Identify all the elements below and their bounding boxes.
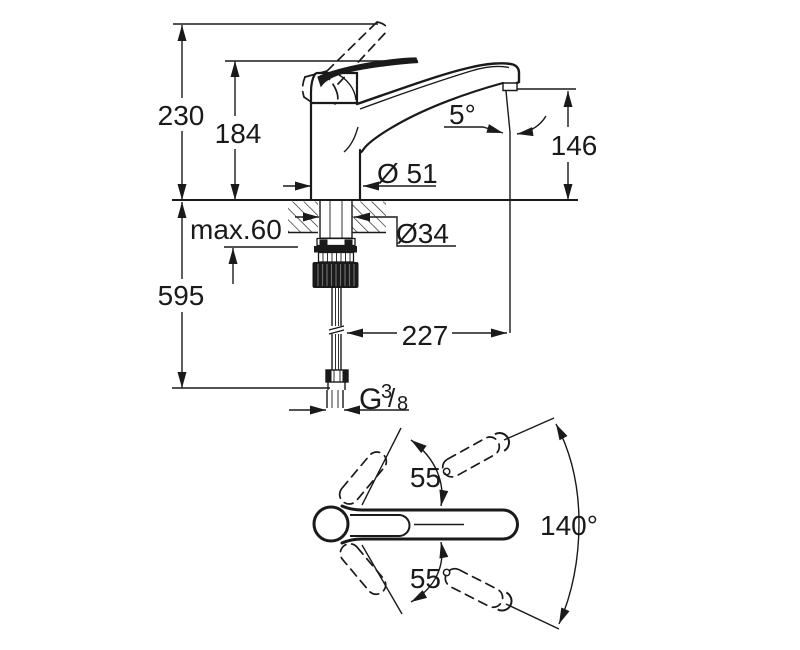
thread-prefix: G [359, 383, 382, 416]
dim-overall-height-label: 230 [158, 100, 205, 131]
stream-angle-leader [444, 124, 504, 134]
dim-base-diameter-label: Ø 51 [377, 158, 438, 189]
water-stream-line [505, 90, 511, 333]
upper-55-arc [410, 439, 449, 507]
thread-denominator: 8 [397, 393, 408, 415]
dim-stream-angle-label: 5° [449, 99, 476, 130]
stream-angle-arc [516, 115, 547, 137]
swivel-upper-label: 55° [410, 462, 452, 493]
top-view-labels: 55° 55° 140° [410, 462, 598, 594]
mounting-assembly [312, 200, 359, 288]
swivel-lower-label: 55° [410, 563, 452, 594]
dim-spout-reach-label: 227 [402, 320, 449, 351]
stabilizer-plate [316, 237, 356, 247]
swivel-position-upper-right [441, 436, 501, 478]
washer [314, 246, 357, 253]
extension-lines [172, 23, 578, 389]
mixer-body [309, 71, 359, 105]
swivel-angle-arcs [410, 423, 580, 625]
swivel-limit-lines [361, 417, 560, 630]
top-view: 55° 55° 140° [312, 417, 598, 630]
supply-pipe [325, 288, 349, 408]
spout-inner-detail [350, 514, 411, 537]
swivel-position-upper-left [338, 451, 388, 505]
deck-cross-section [288, 201, 386, 234]
dim-shank-diameter-label: Ø34 [396, 218, 449, 249]
threaded-shank [317, 251, 355, 263]
spout-top-edge [355, 62, 521, 106]
thread-slash: / [388, 383, 396, 413]
faucet-side-profile [288, 21, 521, 408]
thread-numerator: 3 [381, 381, 392, 403]
swivel-total-label: 140° [540, 510, 598, 541]
dim-thread-label: G 3 / 8 [359, 381, 408, 416]
spout-top-outline [340, 504, 519, 545]
dim-outlet-height-label: 146 [551, 130, 598, 161]
dim-deck-thickness-label: max.60 [190, 214, 282, 245]
side-view: 230 184 595 max.60 Ø 51 Ø34 146 227 5° G… [158, 21, 598, 416]
swivel-position-lower-right [444, 567, 504, 609]
swivel-positions-dashed [338, 432, 513, 612]
dimension-lines [177, 25, 573, 415]
handle-knob-top [312, 505, 350, 543]
pipe-break [328, 325, 345, 335]
thread-end [326, 390, 344, 408]
dim-total-height-label: 595 [158, 280, 205, 311]
aerator [502, 82, 518, 92]
total-140-arc [555, 423, 580, 625]
lower-55-arc [410, 541, 449, 603]
dim-lever-height-label: 184 [215, 118, 262, 149]
spout-bottom-edge [358, 81, 505, 154]
side-view-labels: 230 184 595 max.60 Ø 51 Ø34 146 227 5° G… [158, 99, 598, 416]
swivel-position-lower-left [339, 542, 387, 596]
